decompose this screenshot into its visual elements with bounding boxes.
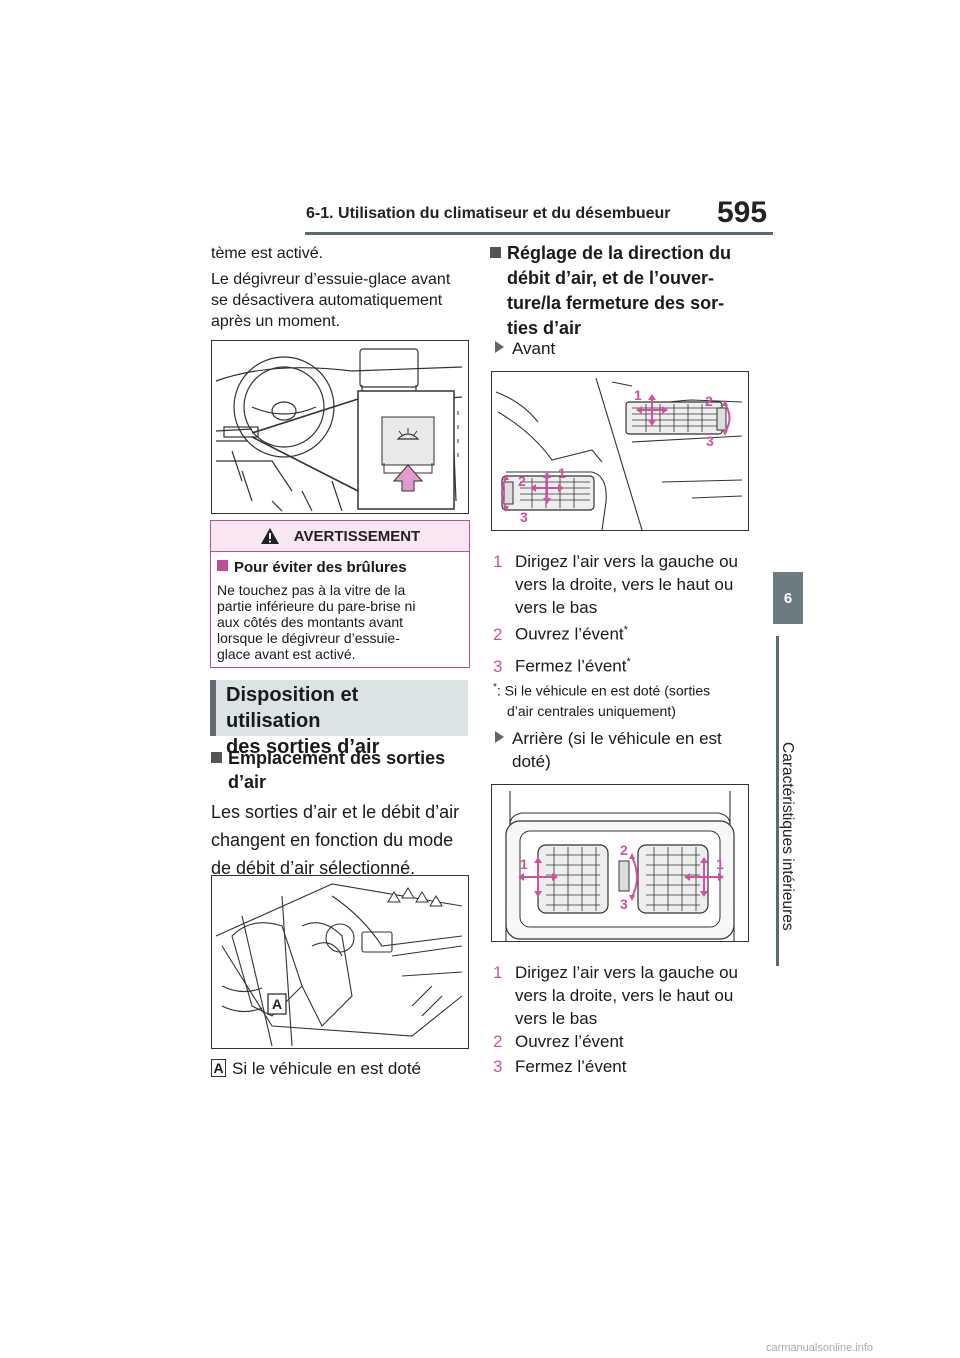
paragraph-line: changent en fonction du mode	[211, 830, 454, 850]
section-title-line: Disposition et utilisation	[226, 684, 359, 732]
item-number: 2	[493, 624, 503, 644]
warning-body: Ne touchez pas à la vitre de la partie i…	[217, 582, 463, 662]
section-header-title: 6-1. Utilisation du climatiseur et du dé…	[306, 205, 671, 222]
intro-line: tème est activé.	[211, 245, 324, 262]
footnote-line: d’air centrales uniquement)	[507, 702, 676, 719]
front-label-text: Avant	[512, 339, 556, 358]
item-number: 3	[493, 656, 503, 676]
adjust-heading-line: débit d’air, et de l’ouver-	[507, 268, 715, 288]
front-label-3: 3	[706, 433, 714, 449]
warning-line: partie inférieure du pare-brise ni	[217, 598, 416, 614]
item-line: vers la droite, vers le haut ou	[515, 986, 734, 1005]
defroster-switch-figure	[211, 340, 469, 514]
adjust-heading-line: ties d’air	[507, 318, 582, 338]
warning-line: lorsque le dégivreur d’essuie-	[217, 630, 400, 646]
paragraph-line: Les sorties d’air et le débit d’air	[211, 802, 460, 822]
section-title-box: Disposition et utilisation des sorties d…	[210, 680, 468, 758]
front-label: Avant	[495, 337, 555, 360]
chapter-tab: 6	[773, 572, 803, 624]
front-label-2b: 2	[518, 473, 526, 489]
item-number: 1	[493, 963, 503, 982]
bullet-square-icon	[490, 247, 501, 258]
warning-line: Ne touchez pas à la vitre de la	[217, 582, 406, 598]
triangle-bullet-icon	[495, 341, 504, 353]
front-item-1: 1 Dirigez l’air vers la gauche ou vers la…	[493, 550, 763, 619]
intro-para-line: se désactivera automatiquement	[211, 292, 443, 309]
triangle-bullet-icon	[495, 731, 504, 743]
front-label-3b: 3	[520, 509, 528, 525]
footnote-marker: *	[623, 624, 628, 636]
intro-para-line: après un moment.	[211, 313, 340, 330]
item-line: Ouvrez l’évent	[515, 1032, 624, 1051]
subsection-title-line: d’air	[228, 772, 267, 792]
header-rule	[305, 232, 773, 235]
item-number: 3	[493, 1057, 503, 1076]
item-line: Fermez l’évent	[515, 1057, 627, 1076]
adjust-heading-line: Réglage de la direction du	[507, 243, 732, 263]
intro-para-line: Le dégivreur d’essuie-glace avant	[211, 271, 451, 288]
item-line: vers le bas	[515, 1009, 598, 1028]
footnote: *: Si le véhicule en est doté (sorties d…	[493, 678, 710, 721]
item-line: Dirigez l’air vers la gauche ou	[515, 552, 738, 571]
adjust-heading-line: ture/la fermeture des sor-	[507, 293, 725, 313]
footnote-line: : Si le véhicule en est doté (sorties	[496, 682, 711, 699]
item-number: 1	[493, 552, 503, 571]
front-item-2: 2 Ouvrez l’évent*	[493, 619, 628, 646]
rear-label-1: 1	[520, 856, 528, 872]
footnote-star: *	[493, 682, 497, 693]
chapter-title-text: Caractéristiques intérieures	[779, 742, 796, 931]
subsection-title: Emplacement des sorties d’air	[211, 746, 445, 794]
legend-text: Si le véhicule en est doté	[232, 1059, 422, 1078]
warning-heading-text: AVERTISSEMENT	[293, 527, 421, 545]
item-number: 2	[493, 1032, 503, 1051]
rear-label-1b: 1	[716, 856, 724, 872]
section-title-line: des sorties d’air	[226, 736, 380, 758]
item-line: Dirigez l’air vers la gauche ou	[515, 963, 738, 982]
bullet-square-icon	[211, 752, 222, 763]
chapter-number: 6	[783, 589, 793, 607]
warning-line: glace avant est activé.	[217, 646, 356, 662]
rear-label-3: 3	[620, 896, 628, 912]
front-item-3: 3 Fermez l’évent*	[493, 651, 631, 678]
figure-label-a: A	[272, 996, 282, 1012]
outlets-paragraph: Les sorties d’air et le débit d’air chan…	[211, 798, 459, 882]
warning-subheading: Pour éviter des brûlures	[217, 558, 463, 578]
item-line: Fermez l’évent	[515, 656, 627, 676]
legend-letter: A	[211, 1059, 226, 1077]
item-line: vers la droite, vers le haut ou	[515, 575, 734, 594]
watermark: carmanualsonline.info	[766, 1342, 874, 1354]
rear-label: Arrière (si le véhicule en est doté)	[495, 727, 722, 773]
adjust-heading: Réglage de la direction du débit d’air, …	[490, 241, 731, 341]
intro-paragraph: Le dégivreur d’essuie-glace avant se dés…	[211, 269, 450, 332]
rear-label-line: Arrière (si le véhicule en est	[512, 729, 722, 748]
footnote-marker: *	[626, 656, 631, 668]
rear-label-2: 2	[620, 842, 628, 858]
warning-box: AVERTISSEMENT Pour éviter des brûlures N…	[210, 520, 470, 668]
front-label-1b: 1	[558, 465, 566, 481]
rear-vents-figure: 1 1 2 3	[491, 784, 749, 942]
warning-subheading-text: Pour éviter des brûlures	[234, 559, 407, 576]
side-rule	[776, 636, 779, 966]
page-number: 595	[717, 196, 768, 229]
rear-item-3: 3 Fermez l’évent	[493, 1055, 626, 1078]
front-label-1: 1	[634, 387, 642, 403]
warning-heading: AVERTISSEMENT	[211, 521, 469, 552]
warning-triangle-icon	[260, 528, 279, 544]
item-line: Ouvrez l’évent	[515, 624, 624, 644]
subsection-title-line: Emplacement des sorties	[228, 748, 446, 768]
item-line: vers le bas	[515, 598, 598, 617]
rear-item-2: 2 Ouvrez l’évent	[493, 1030, 624, 1053]
bullet-square-icon	[217, 560, 228, 571]
warning-line: aux côtés des montants avant	[217, 614, 403, 630]
front-label-2: 2	[705, 393, 713, 409]
rear-label-line: doté)	[512, 752, 551, 771]
paragraph-line: de débit d’air sélectionné.	[211, 858, 416, 878]
front-vents-figure: 1 2 3 1 2 3	[491, 371, 749, 531]
cabin-outlets-figure: A	[211, 875, 469, 1049]
legend-a: A Si le véhicule en est doté	[211, 1057, 421, 1080]
rear-item-1: 1 Dirigez l’air vers la gauche ou vers la…	[493, 961, 763, 1030]
